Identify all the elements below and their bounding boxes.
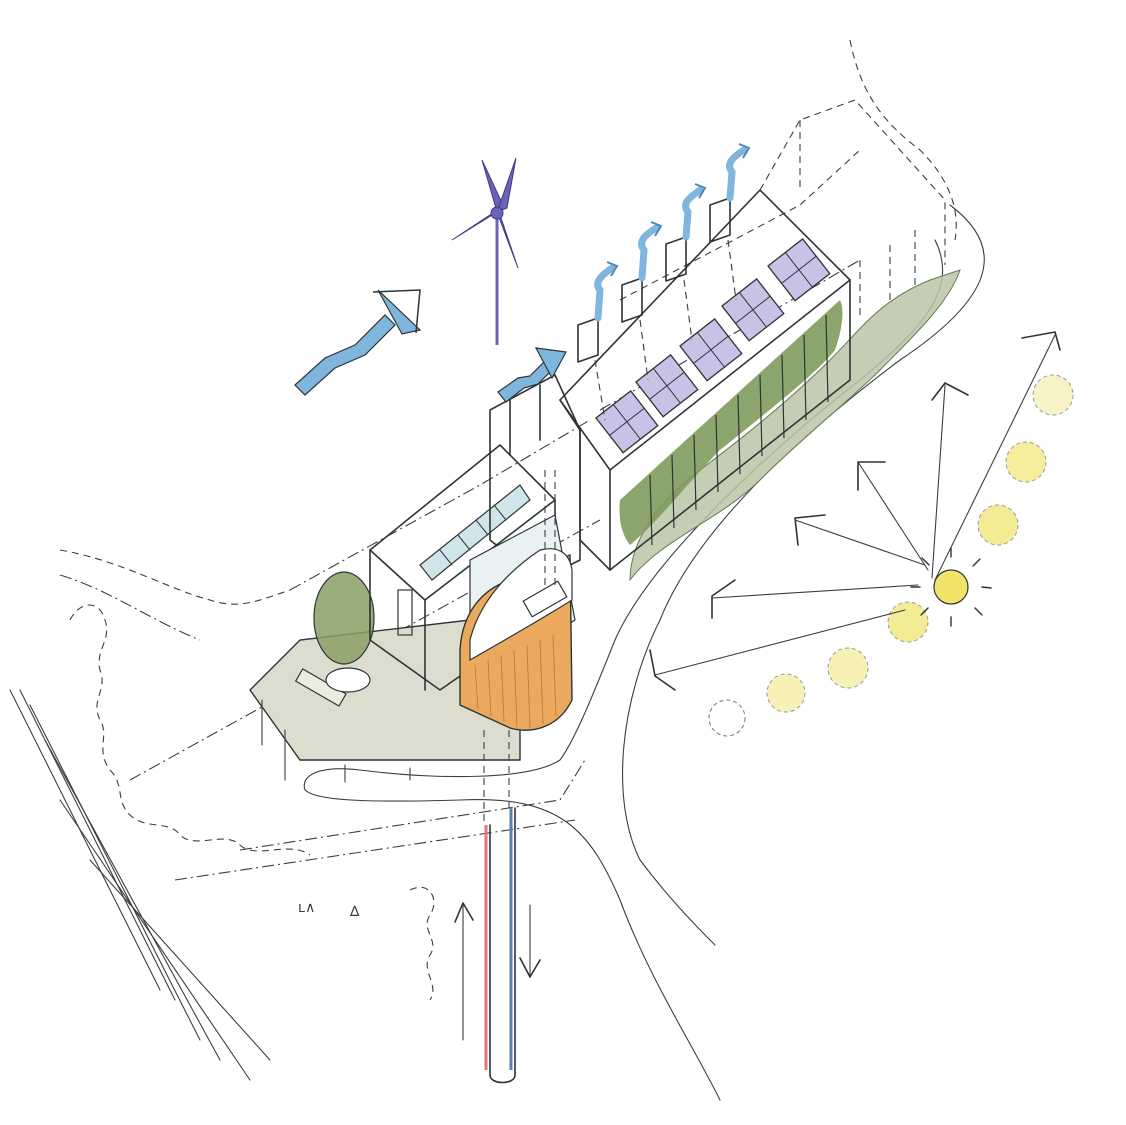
ground-source-pipe-icon [454,730,541,1084]
solar-panel-icon [635,353,699,418]
svg-text:ʟ∧: ʟ∧ [298,900,315,916]
timber-pod [459,548,573,731]
existing-structure-outline [759,99,946,320]
terrace-legs [261,699,411,783]
sun-position-marker [977,504,1019,546]
sun-path [708,374,1074,737]
solar-panel-icon [767,237,831,302]
sun-icon [910,547,992,627]
sun-position-marker [708,699,746,737]
green-wall [619,300,843,546]
sun-position-marker [766,673,806,713]
sun-position-marker [1005,441,1047,483]
wind-arrow-icon [294,289,422,396]
main-building [559,189,851,571]
bush-markers: ʟ∧ ∆ [298,900,360,920]
rooflights-small [419,484,531,581]
ventilation-chimney-icon [577,261,619,363]
solar-ray-arrows [649,331,1061,691]
wind-turbine-icon [451,157,519,345]
wind-arrow-icon [497,347,567,403]
hedge-left: ʟ∧ ∆ [9,604,435,1081]
solar-panel-array [595,237,831,454]
ventilation-chimney-icon [665,183,707,282]
service-riser-lines [544,470,556,590]
ventilation-chimney-icon [709,143,751,243]
sun-position-marker [827,647,869,689]
solar-panel-icon [595,389,659,454]
svg-text:∆: ∆ [349,904,360,920]
solar-panel-icon [679,317,743,382]
terrace-tree [313,571,375,693]
terrace-bench [294,668,347,707]
ventilation-chimney-icon [621,221,663,323]
meadow-strip [629,269,961,582]
sun-position-marker [887,601,929,643]
ventilation-chimneys [577,143,751,421]
sun-position-marker [1032,374,1074,416]
solar-panel-icon [721,277,785,342]
